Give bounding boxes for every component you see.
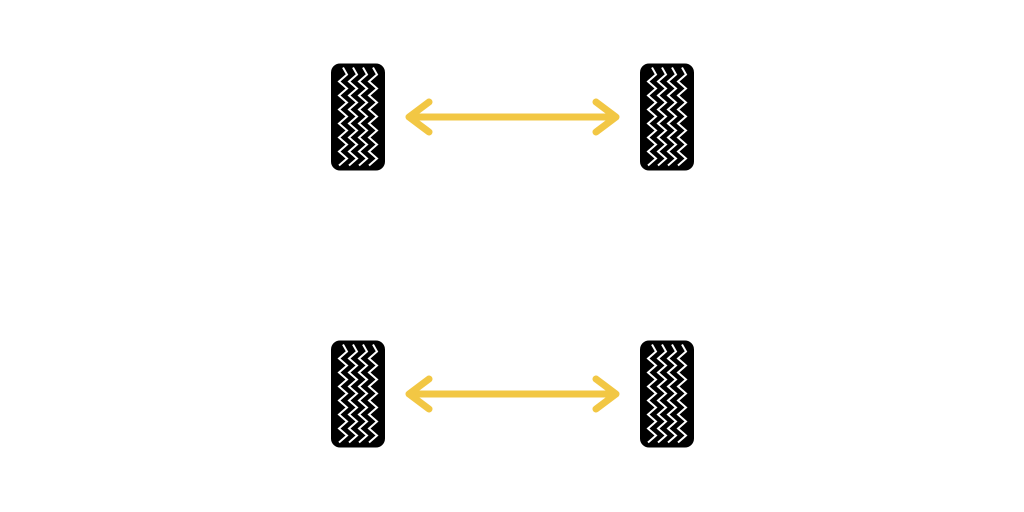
tread-groove — [347, 67, 359, 167]
arrow-head-left — [405, 375, 433, 413]
tread-groove — [357, 67, 369, 167]
double-arrow-icon — [405, 375, 620, 413]
tread-groove — [367, 344, 379, 444]
tread-groove — [666, 67, 678, 167]
tread-groove — [666, 344, 678, 444]
tread-groove — [646, 344, 658, 444]
tread-groove — [646, 67, 658, 167]
tread-groove — [676, 344, 688, 444]
tread-groove — [367, 67, 379, 167]
tread-groove — [357, 344, 369, 444]
tread-groove — [337, 344, 349, 444]
arrow-head-right — [592, 98, 620, 136]
tread-groove — [337, 67, 349, 167]
tire-icon — [331, 340, 385, 448]
double-arrow-icon — [405, 98, 620, 136]
axles-layer — [331, 63, 694, 448]
tread-groove — [347, 344, 359, 444]
tread-groove — [656, 67, 668, 167]
tread-groove — [676, 67, 688, 167]
arrow-head-right — [592, 375, 620, 413]
tread-groove — [656, 344, 668, 444]
tire-icon — [640, 340, 694, 448]
arrow-head-left — [405, 98, 433, 136]
tire-icon — [640, 63, 694, 171]
tire-icon — [331, 63, 385, 171]
